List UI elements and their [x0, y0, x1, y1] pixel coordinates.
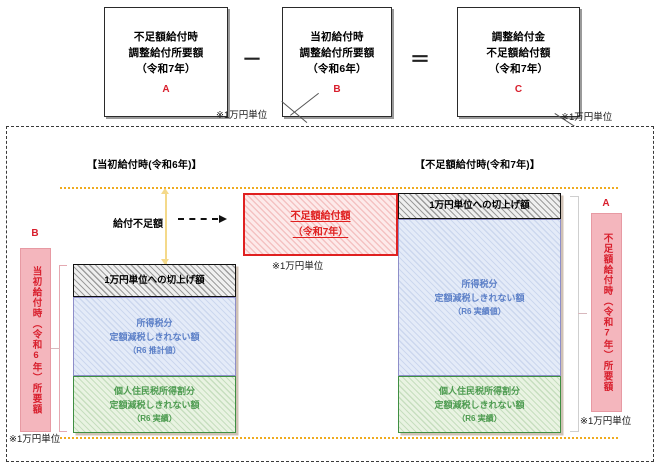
equals-operator: ＝ — [410, 49, 430, 71]
bracket-left-tick — [51, 348, 60, 349]
column-right-resident-tax-sub: （R6 実績） — [457, 414, 502, 423]
formula-box-a-line1: 不足額給付時 — [133, 30, 199, 43]
total-right-tag: A — [602, 198, 610, 209]
column-left-segment-roundup: 1万円単位への切上げ額 — [73, 264, 236, 297]
column-left: 1万円単位への切上げ額 所得税分 定額減税しきれない額 （R6 推計値） 個人住… — [73, 264, 236, 433]
shortfall-payment-line1: 不足額給付額 — [290, 210, 351, 222]
column-left-income-tax-label2: 定額減税しきれない額 — [109, 332, 200, 342]
formula-box-c-tag: C — [514, 83, 523, 95]
gap-measure-bar — [165, 193, 167, 265]
total-left-bar: 当初給付時（令和6年）所要額 — [20, 248, 51, 432]
column-left-resident-tax-label1: 個人住民税所得割分 — [113, 386, 195, 396]
shortfall-payment-box: 不足額給付額 （令和7年） — [243, 193, 398, 256]
formula-box-b-tag: B — [333, 83, 341, 95]
note-unit-ab: ※1万円単位 — [216, 110, 268, 121]
column-left-resident-tax-sub: （R6 実績） — [132, 414, 177, 423]
guide-line-bottom — [60, 437, 618, 439]
shortfall-payment-line2: （令和7年） — [292, 226, 349, 238]
column-right-segment-roundup: 1万円単位への切上げ額 — [398, 193, 561, 219]
column-left-roundup-label: 1万円単位への切上げ額 — [104, 274, 205, 286]
formula-box-c-line2: 不足額給付額 — [486, 46, 551, 59]
formula-box-c-line1: 調整給付金 — [491, 30, 546, 43]
column-right-resident-tax-label2: 定額減税しきれない額 — [434, 400, 525, 410]
section-header-right: 【不足額給付時(令和7年)】 — [415, 160, 541, 171]
shortfall-label: 給付不足額 — [113, 219, 163, 230]
guide-line-top — [60, 187, 618, 189]
note-unit-right: ※1万円単位 — [580, 416, 632, 427]
column-right-segment-income-tax: 所得税分 定額減税しきれない額 （R6 実績値） — [398, 219, 561, 376]
formula-box-c-line3: （令和7年） — [488, 62, 549, 75]
column-right-income-tax-label2: 定額減税しきれない額 — [434, 293, 525, 303]
column-right: 1万円単位への切上げ額 所得税分 定額減税しきれない額 （R6 実績値） 個人住… — [398, 193, 561, 433]
bracket-right — [570, 196, 579, 432]
minus-operator: － — [242, 49, 262, 71]
gap-measure-arrow-up-icon — [161, 188, 169, 194]
gap-measure-arrow-down-icon — [161, 259, 169, 265]
shortfall-arrow-icon — [178, 215, 227, 223]
formula-box-a-line2: 調整給付所要額 — [128, 46, 204, 59]
column-right-income-tax-sub: （R6 実績値） — [453, 307, 506, 316]
section-header-left: 【当初給付時(令和6年)】 — [87, 160, 202, 171]
total-right-label: 不足額給付時（令和7年）所要額 — [601, 233, 613, 392]
column-left-segment-resident-tax: 個人住民税所得割分 定額減税しきれない額 （R6 実績） — [73, 376, 236, 433]
note-unit-redbox: ※1万円単位 — [272, 261, 324, 272]
bracket-right-tick — [578, 313, 587, 314]
total-right-bar: 不足額給付時（令和7年）所要額 — [591, 213, 622, 412]
formula-box-b-line3: （令和6年） — [307, 62, 367, 75]
formula-box-b: 当初給付時 調整給付所要額 （令和6年） B — [282, 7, 392, 117]
bracket-left — [59, 265, 67, 432]
column-left-segment-income-tax: 所得税分 定額減税しきれない額 （R6 推計値） — [73, 297, 236, 376]
total-left-tag: B — [31, 228, 39, 239]
note-unit-c: ※1万円単位 — [561, 112, 613, 123]
column-right-segment-resident-tax: 個人住民税所得割分 定額減税しきれない額 （R6 実績） — [398, 376, 561, 433]
total-left-label: 当初給付時（令和6年）所要額 — [30, 265, 42, 415]
formula-box-c: 調整給付金 不足額給付額 （令和7年） C — [457, 7, 580, 117]
formula-box-b-line2: 調整給付所要額 — [299, 46, 375, 59]
column-left-income-tax-sub: （R6 推計値） — [128, 346, 181, 355]
column-right-income-tax-label1: 所得税分 — [461, 279, 498, 289]
column-left-resident-tax-label2: 定額減税しきれない額 — [109, 400, 200, 410]
column-right-roundup-label: 1万円単位への切上げ額 — [429, 200, 530, 211]
note-unit-left: ※1万円単位 — [9, 434, 61, 445]
formula-box-a: 不足額給付時 調整給付所要額 （令和7年） A — [104, 7, 228, 117]
formula-box-a-line3: （令和7年） — [136, 62, 196, 75]
column-right-resident-tax-label1: 個人住民税所得割分 — [438, 386, 520, 396]
formula-box-a-tag: A — [162, 83, 170, 95]
formula-box-b-line1: 当初給付時 — [310, 30, 364, 43]
column-left-income-tax-label1: 所得税分 — [136, 318, 173, 328]
